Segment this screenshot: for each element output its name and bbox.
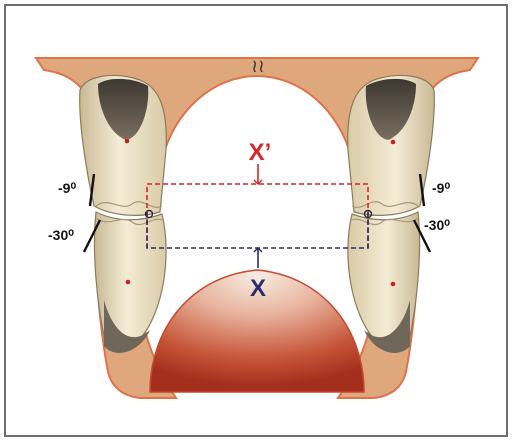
left-upper-angle: -9⁰ (58, 180, 76, 196)
x-prime-label: X’ (249, 139, 272, 166)
x-prime-guide (147, 164, 368, 248)
right-upper-angle: -9⁰ (432, 180, 450, 196)
x-guide (147, 212, 368, 268)
right-teeth (348, 75, 435, 353)
left-teeth (80, 75, 167, 353)
x-label: X (250, 275, 266, 302)
break-mark: ≀≀ (251, 56, 265, 77)
left-lower-angle: -30⁰ (48, 227, 74, 243)
right-lower-angle: -30⁰ (424, 217, 450, 233)
